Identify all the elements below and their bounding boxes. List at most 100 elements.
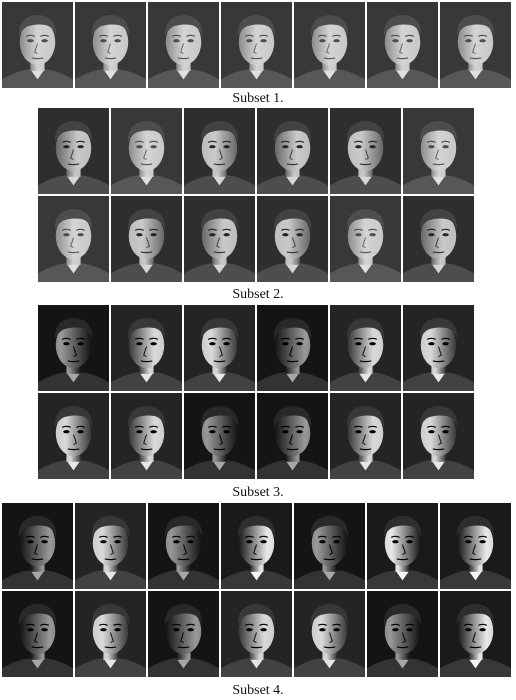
hair [54,317,93,340]
face [347,410,384,457]
face-image [184,393,255,479]
nose [365,149,369,161]
eye [442,430,449,434]
eye [209,145,216,149]
collar [395,69,410,80]
mouth [250,646,263,649]
eye [296,430,303,434]
mouth [286,251,299,254]
face-photo [184,196,255,282]
face-image [294,503,365,589]
face-image [184,108,255,194]
nose [402,544,406,556]
nose [34,43,38,55]
face [165,608,202,655]
eye [77,145,84,149]
face-image [2,503,73,589]
hair [127,317,166,340]
collar [176,69,191,80]
collar [431,263,446,274]
face-photo [184,108,255,194]
hair [18,603,57,626]
eyebrow [244,535,254,538]
face-image [440,591,511,677]
eyebrow [280,425,290,428]
mouth [104,57,117,60]
collar [66,460,81,471]
eye [77,233,84,237]
face-photo [38,393,109,479]
face-image [2,591,73,677]
eyebrow [332,34,342,37]
nose [70,149,74,161]
hair [91,515,130,538]
face [457,19,494,66]
eye [27,39,34,43]
hair [383,14,422,37]
face-image [148,503,219,589]
eyebrow [171,623,181,626]
eyebrow [426,140,436,143]
eyebrow [368,228,378,231]
eye [319,39,326,43]
eye [260,628,267,632]
eye [465,39,472,43]
eye [369,430,376,434]
face-image [75,503,146,589]
eye [319,628,326,632]
face-image [148,2,219,88]
subset-2-row-2 [38,196,474,282]
face-image [367,503,438,589]
mouth [396,57,409,60]
eyebrow [426,337,436,340]
eye [223,233,230,237]
mouth [177,646,190,649]
mouth [469,57,482,60]
face [420,125,457,172]
face-photo [221,2,292,88]
hair [419,208,458,231]
eye [187,39,194,43]
mouth [67,251,80,254]
mouth [432,251,445,254]
face-photo [148,591,219,677]
eye [136,233,143,237]
nose [402,632,406,644]
nose [219,434,223,446]
eyebrow [25,34,35,37]
nose [438,346,442,358]
mouth [31,57,44,60]
nose [289,149,293,161]
nose [472,632,476,644]
hair [456,603,495,626]
collar [322,658,337,669]
face-photo [221,591,292,677]
eyebrow [207,140,217,143]
eyebrow [207,425,217,428]
hair [237,515,276,538]
face-image [111,196,182,282]
hair [18,515,57,538]
hair [237,14,276,37]
hair [419,405,458,428]
face [457,520,494,567]
collar [285,460,300,471]
eyebrow [426,425,436,428]
face-image [38,393,109,479]
face-image [367,591,438,677]
nose [472,43,476,55]
collar [431,460,446,471]
face [201,322,238,369]
face-photo [257,108,328,194]
eyebrow [25,535,35,538]
eye [428,430,435,434]
hair [273,208,312,231]
face [92,608,129,655]
face-photo [2,2,73,88]
face-photo [184,305,255,391]
hair [456,515,495,538]
eye [428,145,435,149]
eye [100,39,107,43]
face [347,322,384,369]
mouth [432,163,445,166]
